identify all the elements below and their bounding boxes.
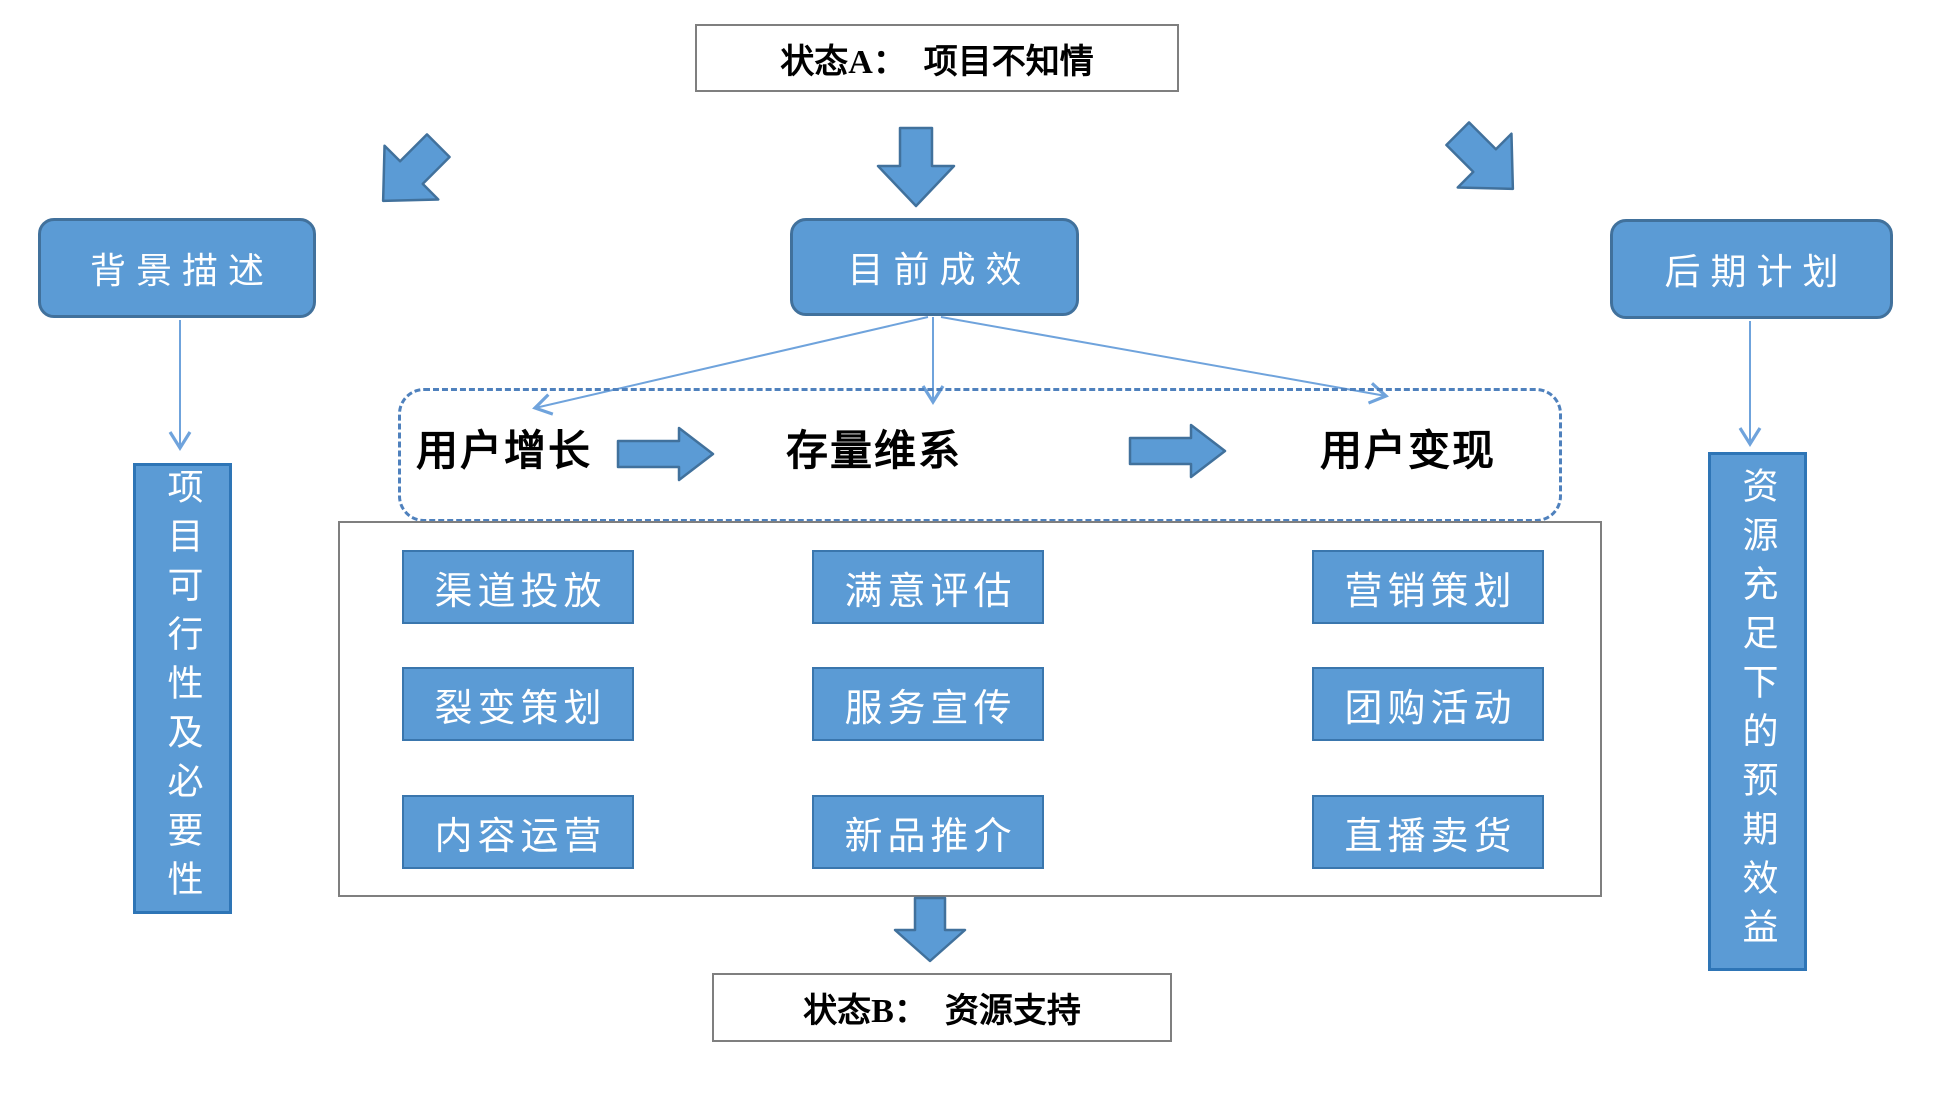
task-service-promotion: 服务宣传 [812, 667, 1044, 741]
block-arrow-down-right-icon [1445, 121, 1515, 191]
task-group-buying: 团购活动 [1312, 667, 1544, 741]
task-satisfaction-evaluation: 满意评估 [812, 550, 1044, 624]
side-note-feasibility: 项目可行性及必要性 [133, 463, 232, 914]
stage-label-monetization: 用户变现 [1320, 429, 1497, 475]
task-marketing-planning: 营销策划 [1312, 550, 1544, 624]
task-fission-planning: 裂变策划 [402, 667, 634, 741]
stage-band-dashed-box [398, 388, 1562, 522]
node-current-results: 目前成效 [790, 218, 1079, 316]
side-note-expected-benefit: 资源充足下的预期效益 [1708, 452, 1807, 971]
task-panel-outline [338, 521, 1602, 897]
thick-right-arrow-icon [616, 426, 715, 482]
task-content-operation: 内容运营 [402, 795, 634, 869]
state-b-box: 状态B： 资源支持 [712, 973, 1172, 1042]
task-new-product-intro: 新品推介 [812, 795, 1044, 869]
node-future-plan: 后期计划 [1610, 219, 1893, 319]
state-a-box: 状态A： 项目不知情 [695, 24, 1179, 92]
task-live-selling: 直播卖货 [1312, 795, 1544, 869]
block-arrow-down-left-icon [381, 133, 451, 203]
stage-label-user-growth: 用户增长 [416, 429, 593, 475]
thick-right-arrow-icon [1128, 423, 1227, 479]
task-channel-placement: 渠道投放 [402, 550, 634, 624]
node-background-description: 背景描述 [38, 218, 316, 318]
side-note-feasibility-text: 项目可行性及必要性 [162, 468, 203, 909]
side-note-expected-benefit-text: 资源充足下的预期效益 [1737, 466, 1778, 957]
connector-current-to-monetization [940, 316, 1389, 405]
block-arrow-down-icon [893, 896, 967, 963]
stage-label-retention: 存量维系 [786, 429, 963, 475]
block-arrow-down-icon [876, 126, 956, 208]
